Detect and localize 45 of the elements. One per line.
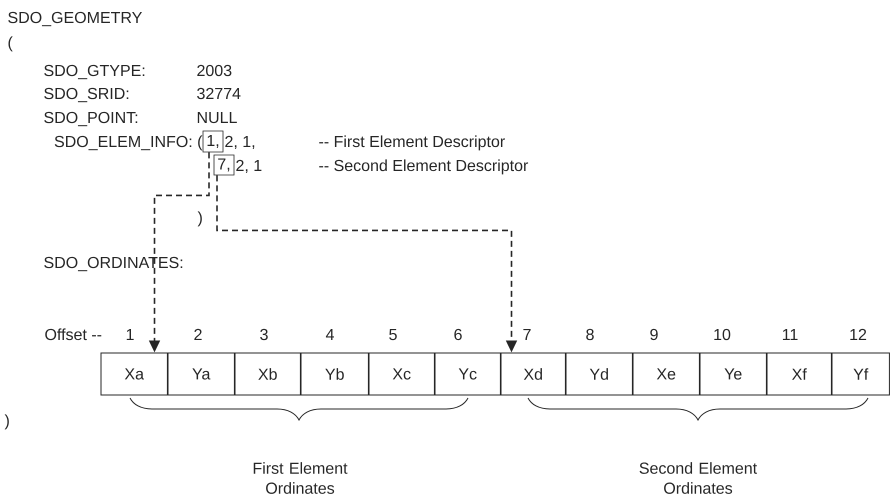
offset-number: 9	[650, 328, 658, 340]
code-text: -- First Element Descriptor	[319, 135, 505, 150]
ordinate-cell: Xd	[500, 352, 566, 396]
code-text: Offset --	[45, 328, 102, 340]
code-text: )	[198, 211, 202, 226]
code-text: 32774	[197, 88, 240, 100]
code-text: SDO_POINT:	[44, 112, 138, 126]
ordinate-cell: Xa	[100, 352, 168, 396]
brace-label: Second Element Ordinates	[640, 462, 758, 494]
ordinate-cell: Ye	[700, 352, 767, 396]
number-box: 7,	[214, 154, 234, 176]
ordinate-cell: Yd	[566, 352, 633, 396]
offset-number: 10	[714, 328, 730, 340]
number-box: 1,	[202, 130, 224, 152]
brace-label: First Element Ordinates	[254, 462, 348, 494]
offset-number: 1	[126, 329, 134, 340]
ordinate-cell: Yb	[300, 352, 369, 396]
ordinate-cell: Ya	[168, 352, 235, 396]
offset-number: 4	[326, 329, 334, 340]
code-text: SDO_GEOMETRY	[8, 12, 142, 26]
code-text: )	[4, 414, 9, 430]
offset-number: 2	[194, 328, 202, 340]
code-text: 2, 1,	[225, 136, 254, 150]
ordinate-cell: Yf	[832, 352, 890, 396]
offset-number: 11	[782, 329, 798, 340]
code-text: SDO_ORDINATES:	[44, 256, 182, 272]
code-text: SDO_ELEM_INFO: (	[54, 135, 202, 150]
offset-number: 12	[850, 328, 866, 340]
code-text: SDO_GTYPE:	[44, 64, 144, 80]
offset-number: 6	[454, 328, 462, 340]
offset-number: 8	[586, 328, 594, 340]
ordinate-cell: Yc	[434, 352, 501, 396]
offset-number: 3	[260, 328, 268, 340]
offset-number: 7	[523, 329, 531, 340]
code-text: 2003	[197, 64, 232, 76]
code-text: NULL	[198, 112, 237, 124]
ordinate-cell: Xf	[766, 352, 832, 396]
code-text: SDO_SRID:	[44, 88, 128, 102]
ordinate-cell: Xe	[632, 352, 700, 396]
code-text: (	[8, 36, 13, 52]
ordinate-cell: Xc	[368, 352, 435, 396]
offset-number: 5	[389, 329, 397, 340]
ordinate-cell: Xb	[234, 352, 301, 396]
code-text: 2, 1	[236, 160, 262, 174]
code-text: -- Second Element Descriptor	[319, 159, 528, 174]
